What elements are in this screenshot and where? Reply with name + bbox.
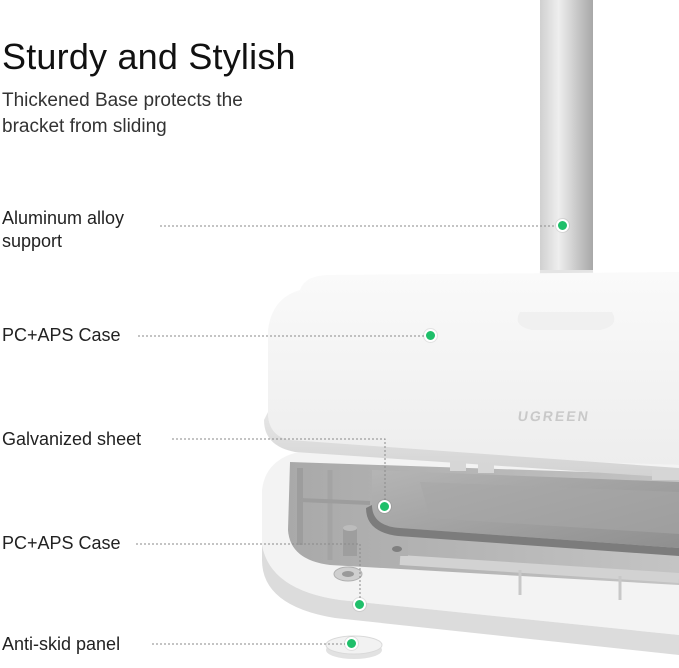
callout-dot-case-top [424,329,437,342]
callout-aluminum-alloy-support: Aluminum alloy support [2,207,124,253]
callout-anti-skid-panel: Anti-skid panel [2,633,120,656]
callout-line: Galvanized sheet [2,429,142,449]
callout-line: support [2,231,63,251]
callout-dot-galvanized [378,500,391,513]
page-title: Sturdy and Stylish [2,36,296,77]
callout-pc-aps-case-bottom: PC+APS Case [2,532,121,555]
brand-logo: UGREEN [516,408,592,424]
callout-dot-aluminum [556,219,569,232]
callout-line: Anti-skid panel [2,634,121,654]
leader-case-bottom [136,543,361,603]
screw-post [386,540,408,556]
screw-post [343,525,357,556]
aluminum-pole [520,0,612,312]
subtitle-line: Thickened Base protects the [2,90,243,111]
callout-galvanized-sheet: Galvanized sheet [2,428,141,451]
callout-pc-aps-case-top: PC+APS Case [2,324,121,347]
callout-line: PC+APS Case [2,533,121,553]
callout-line: Aluminum alloy [2,208,125,228]
subtitle-line: bracket from sliding [2,116,167,137]
callout-dot-case-bottom [353,598,366,611]
leader-galvanized [172,438,386,505]
page-subtitle: Thickened Base protects the bracket from… [2,88,322,140]
upper-case-shell [264,272,679,480]
galvanized-sheet [366,470,679,556]
callout-line: PC+APS Case [2,325,121,345]
callout-dot-anti-skid [345,637,358,650]
callout-leader-lines [136,225,562,645]
